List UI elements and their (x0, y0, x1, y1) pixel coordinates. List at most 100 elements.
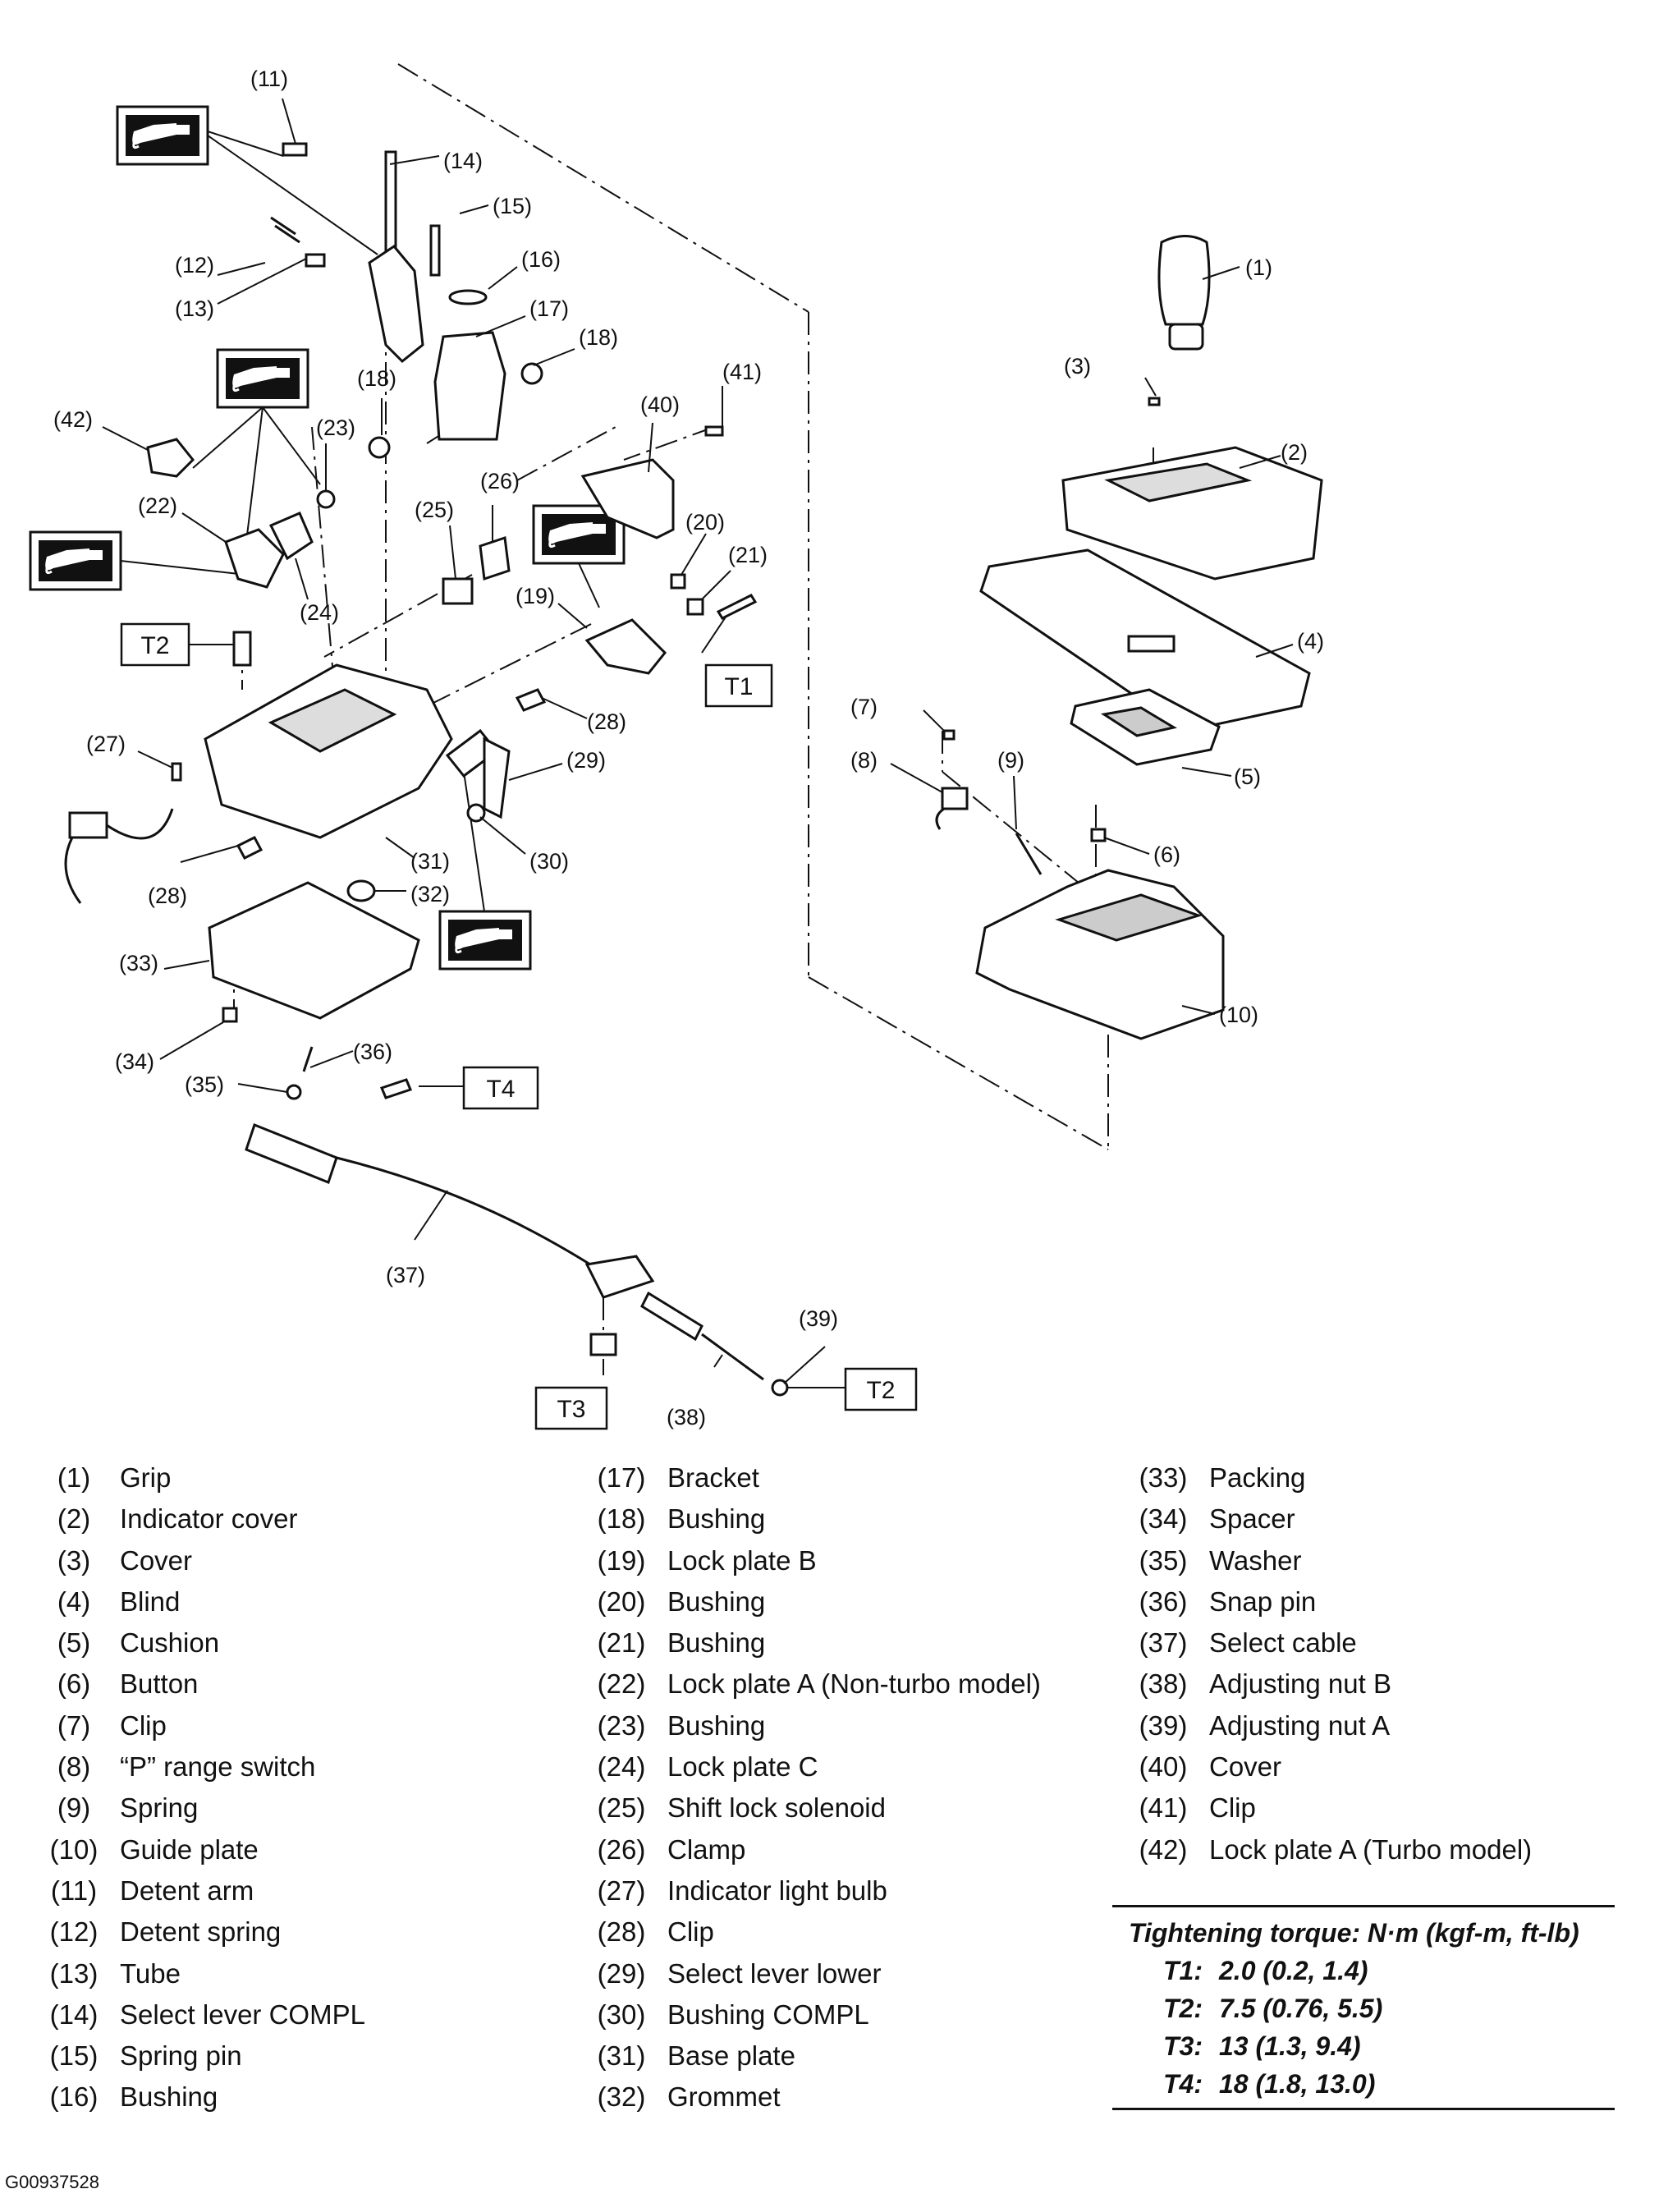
legend-item-number: (19) (597, 1544, 646, 1576)
callout: (25) (415, 498, 454, 522)
legend-item: (7)Clip (33, 1705, 365, 1746)
legend-item-label: “P” range switch (120, 1751, 316, 1783)
callout: (20) (685, 510, 725, 535)
callout: (10) (1219, 1003, 1258, 1027)
legend-item-number: (4) (57, 1586, 91, 1617)
legend-item-label: Select lever lower (667, 1957, 882, 1989)
callout: (22) (138, 493, 177, 518)
callout: (40) (640, 392, 680, 417)
callout: (35) (185, 1072, 224, 1097)
legend-item: (11)Detent arm (33, 1870, 365, 1911)
callout: (2) (1281, 440, 1308, 465)
callout: (33) (119, 951, 158, 975)
torque-tag-t2: T2 (140, 632, 169, 659)
legend-item-number: (5) (57, 1627, 91, 1659)
legend-item: (22)Lock plate A (Non-turbo model) (580, 1664, 1041, 1705)
legend-item-label: Detent arm (120, 1875, 254, 1906)
legend-item-label: Clip (120, 1709, 167, 1741)
legend-item-number: (12) (49, 1916, 99, 1948)
legend-item: (18) Bushing (580, 1498, 1041, 1540)
legend-item: (33)Packing (1122, 1457, 1532, 1498)
legend-item: (23)Bushing (580, 1705, 1041, 1746)
legend-item-number: (41) (1139, 1792, 1188, 1824)
torque-tag-t1: T1 (724, 673, 753, 700)
callout: (26) (480, 469, 520, 493)
grease-marker-icons (29, 105, 626, 971)
parts (64, 142, 1323, 1397)
legend-item-label: Cover (1209, 1751, 1282, 1783)
torque-key: T4: (1163, 2069, 1203, 2099)
legend-item-number: (30) (597, 1999, 646, 2030)
torque-row: T3:13 (1.3, 9.4) (1112, 2027, 1615, 2065)
legend-item: (15)Spring pin (33, 2035, 365, 2077)
legend-item-label: Grommet (667, 2081, 781, 2113)
legend-item-number: (2) (57, 1503, 91, 1535)
legend-item-number: (32) (597, 2081, 646, 2113)
legend-item: (39)Adjusting nut A (1122, 1705, 1532, 1746)
legend-item-label: Select lever COMPL (120, 1999, 365, 2030)
callout-leader-lines (102, 98, 1294, 1388)
legend-item-number: (36) (1139, 1586, 1188, 1617)
torque-row: T1:2.0 (0.2, 1.4) (1112, 1952, 1615, 1989)
legend-item-number: (40) (1139, 1751, 1188, 1783)
legend-item-label: Washer (1209, 1544, 1302, 1576)
torque-key: T2: (1163, 1994, 1203, 2023)
legend-item-number: (17) (597, 1462, 646, 1493)
legend-item-number: (20) (597, 1586, 646, 1617)
callout: (19) (516, 584, 555, 608)
callout: (23) (316, 415, 355, 440)
legend-item: (40) Cover (1122, 1746, 1532, 1787)
legend-item-number: (18) (597, 1503, 646, 1535)
legend-item-label: Clip (667, 1916, 714, 1948)
legend-item-label: Button (120, 1668, 199, 1700)
legend-item-number: (3) (57, 1544, 91, 1576)
legend-item-number: (9) (57, 1792, 91, 1824)
legend-item-label: Lock plate A (Turbo model) (1209, 1833, 1533, 1865)
legend-item: (27)Indicator light bulb (580, 1870, 1041, 1911)
legend-item-label: Lock plate B (667, 1544, 817, 1576)
legend-item-number: (22) (597, 1668, 646, 1700)
legend-item: (31)Base plate (580, 2035, 1041, 2077)
callout: (28) (587, 709, 626, 734)
callout: (4) (1297, 629, 1324, 654)
legend-item: (35)Washer (1122, 1540, 1532, 1581)
legend-item-label: Blind (120, 1586, 181, 1617)
legend-item-number: (25) (597, 1792, 646, 1824)
legend-item-label: Clip (1209, 1792, 1256, 1824)
legend-item-number: (8) (57, 1751, 91, 1783)
legend-item-label: Adjusting nut B (1209, 1668, 1391, 1700)
legend-item-number: (14) (49, 1999, 99, 2030)
torque-tags: T1 T2 T2 T3 T4 (140, 632, 895, 1423)
callout: (21) (728, 543, 768, 567)
legend-item-number: (31) (597, 2040, 646, 2072)
legend-item-number: (21) (597, 1627, 646, 1659)
legend-item: (13) Tube (33, 1953, 365, 1994)
legend-item-number: (13) (49, 1957, 99, 1989)
callout: (30) (529, 849, 569, 874)
legend-item-label: Cover (120, 1544, 193, 1576)
legend-item-label: Indicator light bulb (667, 1875, 887, 1906)
callout: (11) (250, 67, 288, 91)
callout: (27) (86, 732, 126, 756)
callout: (41) (722, 360, 762, 384)
legend-item-label: Bushing (667, 1503, 766, 1535)
legend-item-number: (39) (1139, 1709, 1188, 1741)
grease-leader-lines (120, 131, 600, 912)
legend-item-number: (10) (49, 1833, 99, 1865)
callout: (29) (566, 748, 606, 773)
legend-item-label: Tube (120, 1957, 181, 1989)
callout: (34) (115, 1049, 154, 1074)
legend-item-number: (29) (597, 1957, 646, 1989)
callout: (24) (300, 600, 339, 625)
legend-item-number: (42) (1139, 1833, 1188, 1865)
legend-item: (12)Detent spring (33, 1911, 365, 1953)
torque-tag-t3: T3 (557, 1396, 585, 1423)
legend-item-number: (24) (597, 1751, 646, 1783)
legend-item: (30)Bushing COMPL (580, 1994, 1041, 2035)
legend-item-label: Bushing (667, 1586, 766, 1617)
callout: (42) (53, 407, 93, 432)
torque-tag-t4: T4 (486, 1076, 515, 1103)
torque-tag-boxes (120, 622, 918, 1430)
legend-item-label: Snap pin (1209, 1586, 1317, 1617)
legend-item-label: Spring (120, 1792, 199, 1824)
